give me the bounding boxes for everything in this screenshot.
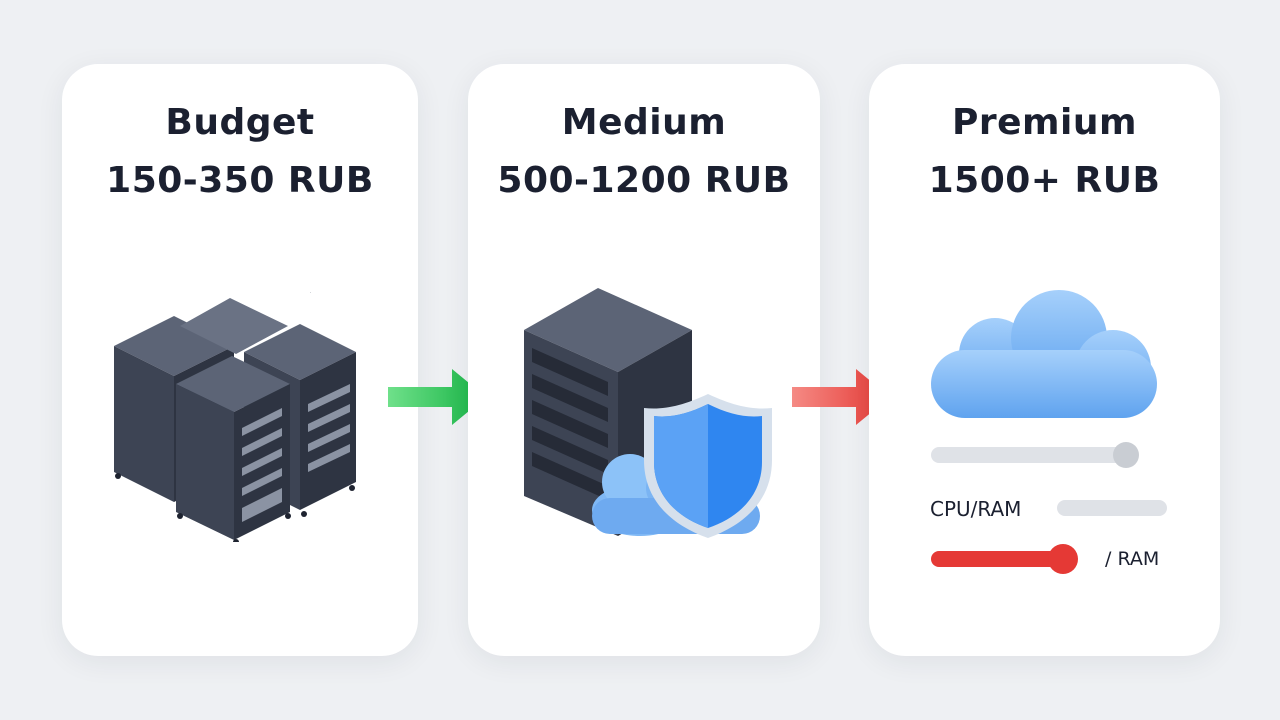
tier-price: 150-350 RUB	[106, 160, 374, 201]
arrow-right-icon	[388, 369, 486, 425]
cpu-ram-bar	[1057, 500, 1167, 516]
tier-name: Premium	[951, 102, 1138, 143]
resource-slider	[931, 442, 1139, 468]
tier-card-budget: Budget 150-350 RUB	[62, 64, 418, 656]
ram-label: / RAM	[1105, 548, 1160, 570]
server-with-shield-icon	[524, 288, 772, 538]
tier-price: 500-1200 RUB	[497, 160, 791, 201]
tier-card-premium: Premium 1500+ RUB CPU/RAM / RAM	[869, 64, 1220, 656]
tier-price: 1500+ RUB	[928, 160, 1161, 201]
tier-card-medium: Medium 500-1200 RUB	[468, 64, 820, 656]
tier-name: Medium	[561, 102, 727, 143]
server-rack-cluster-icon	[114, 292, 356, 542]
cloud-icon	[931, 290, 1157, 418]
tier-name: Budget	[165, 102, 315, 143]
ram-usage-slider	[931, 544, 1078, 574]
cpu-ram-label: CPU/RAM	[930, 497, 1022, 521]
arrow-right-icon	[792, 369, 890, 425]
shield-icon	[644, 394, 772, 538]
